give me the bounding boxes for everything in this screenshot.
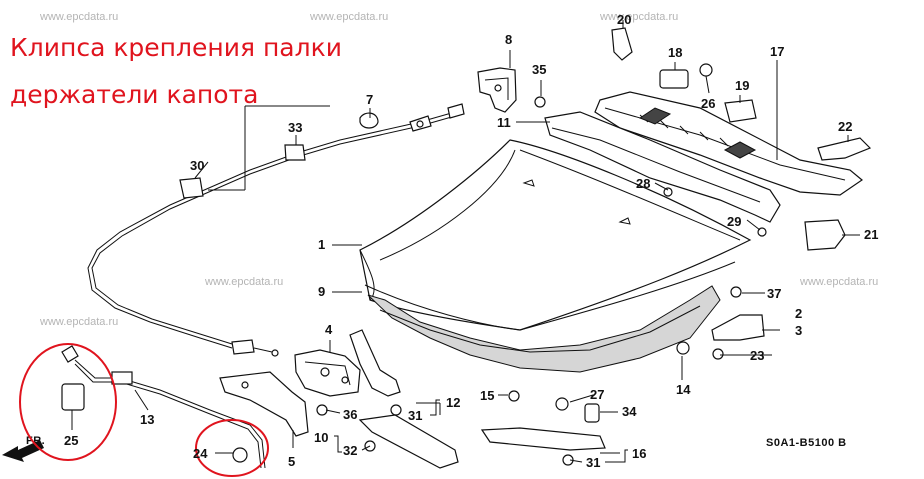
callout-29: 29: [727, 214, 741, 229]
callout-11: 11: [497, 115, 511, 130]
hood-insulator: [367, 285, 721, 373]
callout-28: 28: [636, 176, 650, 191]
callout-4: 4: [325, 322, 333, 337]
callout-35: 35: [532, 62, 546, 77]
hood-lock-support: [349, 329, 401, 397]
callout-12: 12: [446, 395, 460, 410]
callout-31a: 31: [408, 408, 422, 423]
callout-7: 7: [366, 92, 373, 107]
callout-15: 15: [480, 388, 494, 403]
cowl-side-bracket-21: [804, 219, 846, 251]
hood-release-cable: [87, 103, 465, 357]
callout-16: 16: [632, 446, 646, 461]
watermark: www.epcdata.ru: [39, 316, 118, 328]
hood-hinge: [477, 67, 517, 113]
watermark: www.epcdata.ru: [799, 276, 878, 288]
watermark: www.epcdata.ru: [204, 276, 283, 288]
clip-19: [724, 99, 757, 123]
watermark: www.epcdata.ru: [309, 11, 388, 23]
cowl-under-panel: [544, 111, 781, 223]
callout-27: 27: [590, 387, 604, 402]
fasteners: [61, 63, 767, 466]
callout-25: 25: [64, 433, 78, 448]
rear-support-bar: [480, 427, 606, 451]
callout-14: 14: [676, 382, 691, 397]
watermark: www.epcdata.ru: [599, 11, 678, 23]
watermark: www.epcdata.ru: [39, 11, 118, 23]
callout-10: 10: [314, 430, 328, 445]
callout-22: 22: [838, 119, 852, 134]
callout-1: 1: [318, 237, 325, 252]
hood-opener-cable: [74, 359, 266, 469]
callout-8: 8: [505, 32, 512, 47]
callout-2: 2: [795, 306, 802, 321]
callout-30: 30: [190, 158, 204, 173]
hood-latch: [294, 349, 361, 397]
callout-13: 13: [140, 412, 154, 427]
callout-37: 37: [767, 286, 781, 301]
support-bracket: [711, 314, 765, 341]
annotation-title-line-2: держатели капота: [10, 80, 259, 109]
group-brackets: [334, 399, 628, 463]
hood-panel: [359, 139, 752, 331]
callout-23: 23: [750, 348, 764, 363]
callout-labels: 1 2 3 4 5 7 8 9 10 11 12 13 14 15 16 17 …: [64, 12, 878, 470]
callout-32: 32: [343, 443, 357, 458]
callout-34: 34: [622, 404, 637, 419]
callout-17: 17: [770, 44, 784, 59]
clip-20: [611, 27, 633, 61]
highlight-oval-clip: [195, 419, 269, 477]
callout-19: 19: [735, 78, 749, 93]
callout-36: 36: [343, 407, 357, 422]
diagram-code: S0A1-B5100 B: [766, 437, 847, 449]
callout-3: 3: [795, 323, 802, 338]
annotation-title-line-1: Клипса крепления палки: [10, 33, 342, 62]
callout-33: 33: [288, 120, 302, 135]
callout-9: 9: [318, 284, 325, 299]
callout-20: 20: [617, 12, 631, 27]
callout-31b: 31: [586, 455, 600, 470]
callout-5: 5: [288, 454, 295, 469]
cowl-side-bracket-22: [817, 137, 872, 161]
highlight-annotations: [19, 343, 269, 477]
latch-bracket: [219, 371, 309, 437]
highlight-oval-left: [19, 343, 117, 461]
clip-18: [659, 69, 689, 89]
callout-18: 18: [668, 45, 682, 60]
callout-24: 24: [193, 446, 208, 461]
callout-26: 26: [701, 96, 715, 111]
leader-lines: [71, 20, 860, 463]
callout-21: 21: [864, 227, 878, 242]
